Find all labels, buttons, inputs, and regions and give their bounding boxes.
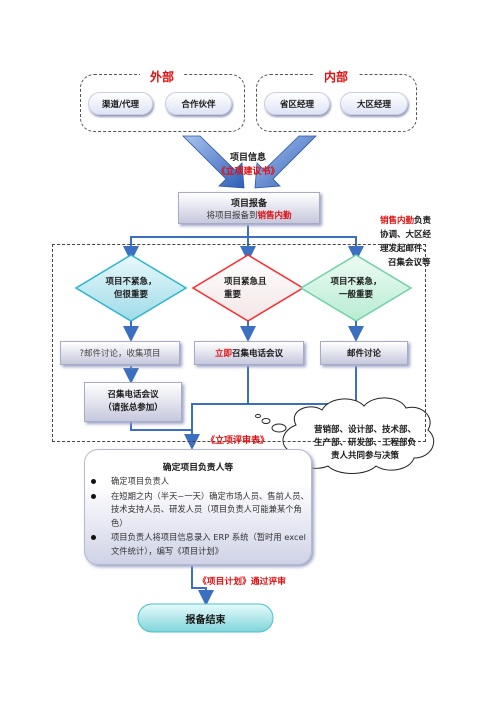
region-manager-node: 大区经理 <box>340 92 408 115</box>
email-discuss-text: 邮件讨论 <box>346 349 381 359</box>
note-line4: 召集会议等 <box>388 258 431 268</box>
province-manager-node: 省区经理 <box>264 92 330 115</box>
proposal-doc-label: 《立项建议书》 <box>216 167 280 177</box>
email-collect-box: ?邮件讨论，收集项目 <box>60 341 180 365</box>
decision-right-text: 项目不紧急， 一般重要 <box>311 276 401 302</box>
project-report-box: 项目报备 将项目报备到销售内勤 <box>178 192 320 224</box>
decision-right-line1: 项目不紧急， <box>330 277 382 287</box>
channel-agent-node: 渠道/代理 <box>88 92 153 115</box>
owner-task-text: 确定项目负责人 <box>111 476 170 486</box>
owner-task-item: 项目负责人将项目信息录入 ERP 系统（暂时用 excel 文件统计），编写《项… <box>85 531 311 558</box>
plan-review-label: 《项目计划》通过评审 <box>198 577 286 587</box>
phone-meeting-line2: （请张总参加） <box>103 403 163 413</box>
report-desc: 将项目报备到销售内勤 <box>206 209 291 221</box>
decision-cloud-text: 营销部、设计部、技术部、 生产部、研发部、工程部负 责人共同参与决策 <box>300 424 430 463</box>
partner-node: 合作伙伴 <box>165 92 232 115</box>
external-input-arrow <box>182 135 245 189</box>
external-title: 外部 <box>140 68 184 85</box>
review-form-label: 《立项评审表》 <box>206 436 270 446</box>
decision-middle-line2: 重要 <box>224 290 242 300</box>
email-discuss-box: 邮件讨论 <box>320 341 408 365</box>
bullet-icon <box>91 493 96 499</box>
note-highlight: 销售内勤 <box>380 216 415 226</box>
urgent-call-text: 立即召集电话会议 <box>215 347 283 359</box>
decision-middle-text: 项目紧急且 重要 <box>206 276 290 302</box>
report-desc-prefix: 将项目报备到 <box>206 210 258 221</box>
cloud-line3: 责人共同参与决策 <box>330 451 399 461</box>
internal-title: 内部 <box>314 68 358 85</box>
urgent-call-box: 立即召集电话会议 <box>194 341 304 365</box>
owner-task-item: 在短期之内（半天~一天）确定市场人员、售前人员、技术支持人员、研发人员（项目负责… <box>85 490 311 531</box>
email-collect-text: ?邮件讨论，收集项目 <box>79 349 161 359</box>
decision-left-text: 项目不紧急， 但很重要 <box>86 276 176 302</box>
cloud-line2: 生产部、研发部、工程部负 <box>313 438 416 448</box>
owner-box-title: 确定项目负责人等 <box>162 463 234 473</box>
decision-middle-line1: 项目紧急且 <box>224 277 267 287</box>
cloud-line1: 营销部、设计部、技术部、 <box>313 425 416 435</box>
owner-task-text: 在短期之内（半天~一天）确定市场人员、售前人员、技术支持人员、研发人员（项目负责… <box>111 490 309 528</box>
internal-input-arrow <box>254 135 317 189</box>
decision-left-line2: 但很重要 <box>113 290 148 300</box>
report-end-label: 报备结束 <box>185 615 226 626</box>
phone-meeting-box: 召集电话会议 （请张总参加） <box>84 382 182 422</box>
bullet-icon <box>91 535 96 540</box>
urgent-call-highlight: 立即 <box>214 349 232 359</box>
note-line2: 协调、大区经 <box>380 230 432 240</box>
decision-right-line2: 一般重要 <box>338 290 373 300</box>
sales-coordinator-note: 销售内勤负责 协调、大区经 理发起邮件、 召集会议等 <box>380 214 460 270</box>
owner-task-item: 确定项目负责人 <box>85 475 311 489</box>
report-title: 项目报备 <box>230 198 267 209</box>
note-line1-rest: 负责 <box>414 216 432 226</box>
project-owner-box: 确定项目负责人等 确定项目负责人 在短期之内（半天~一天）确定市场人员、售前人员… <box>84 449 312 565</box>
project-info-label: 项目信息 <box>229 153 266 163</box>
note-line3: 理发起邮件、 <box>380 244 432 254</box>
owner-task-text: 项目负责人将项目信息录入 ERP 系统（暂时用 excel 文件统计），编写《项… <box>111 532 306 556</box>
report-desc-highlight: 销售内勤 <box>257 210 292 221</box>
decision-left-line1: 项目不紧急， <box>105 277 157 287</box>
decision-area-border <box>52 244 426 442</box>
end-pill-bg <box>137 603 274 633</box>
phone-meeting-line1: 召集电话会议 <box>107 390 159 400</box>
owner-task-list: 确定项目负责人 在短期之内（半天~一天）确定市场人员、售前人员、技术支持人员、研… <box>85 475 311 558</box>
bullet-icon <box>91 479 96 484</box>
urgent-call-rest: 召集电话会议 <box>232 349 284 359</box>
